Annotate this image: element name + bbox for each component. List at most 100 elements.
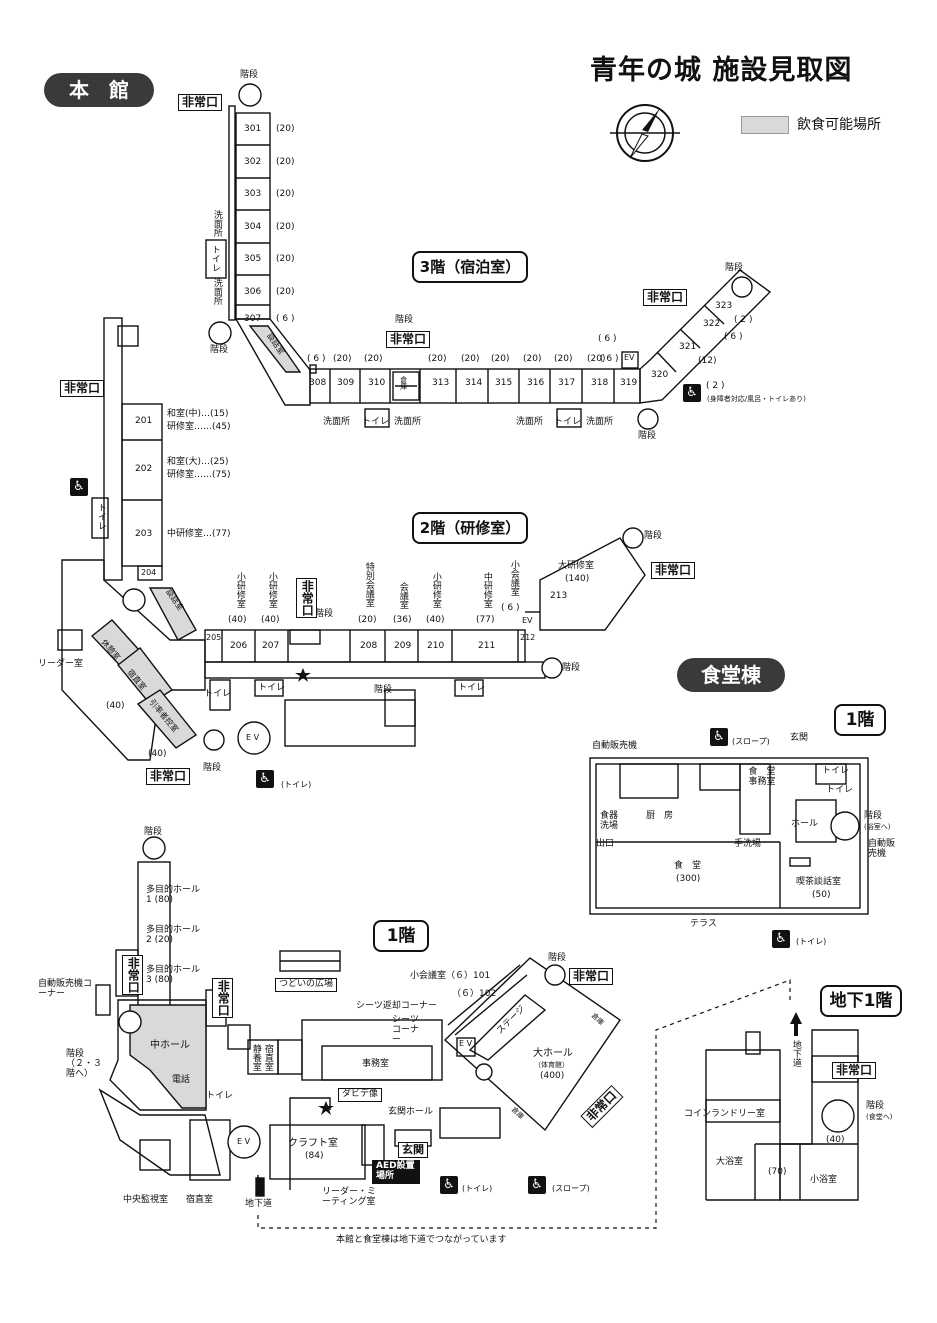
room-capacity: (36): [393, 615, 412, 625]
room-use: 小研修室: [234, 572, 245, 608]
room-number: 310: [368, 378, 386, 388]
room-capacity: (20): [587, 354, 606, 364]
room-use: 小研修室: [430, 572, 441, 608]
stairs-label: 階段: [374, 685, 393, 695]
storage-label: 倉庫: [399, 376, 408, 390]
room-use: 小会議室: [508, 560, 519, 596]
emergency-exit: 非常口: [122, 955, 144, 995]
room-number: 305: [244, 254, 262, 264]
room-capacity: (77): [476, 615, 495, 625]
stairs-icon: [830, 811, 860, 841]
phone-label: 電話: [172, 1075, 191, 1085]
room-number: 205: [206, 633, 222, 642]
star-icon: [295, 668, 311, 682]
stairs-label: 階段: [144, 827, 163, 837]
room-number: 309: [337, 378, 355, 388]
floor-1-label: 1階: [373, 920, 429, 952]
room-capacity: (40): [426, 615, 445, 625]
office-label: 食 堂事務室: [748, 767, 776, 787]
night-room-label: 宿直室: [262, 1044, 273, 1071]
room-number: 204: [141, 568, 157, 577]
room-number: 304: [244, 221, 262, 232]
stairs-label: 階段: [725, 263, 744, 273]
handwash-label: 手洗場: [734, 839, 762, 849]
toilet-label: トイレ: [362, 417, 390, 427]
slope-note: (スロープ): [732, 737, 770, 746]
stairs-label: 階段: [203, 763, 222, 773]
room-number: 320: [651, 370, 669, 380]
stairs-icon: [122, 588, 146, 612]
bath-label: 大浴室: [716, 1157, 744, 1167]
stairs-icon: [637, 408, 659, 430]
sheet-return-label: シーツ返却コーナー: [356, 1001, 437, 1011]
night-room-label: 宿直室: [186, 1195, 214, 1205]
big-hall-label: 大ホール: [533, 1048, 573, 1059]
washroom-label: 洗面所: [394, 417, 422, 427]
room-number: 302: [244, 156, 262, 167]
room-use: 小研修室: [266, 572, 277, 608]
ev-label: E V: [459, 1039, 473, 1048]
room-number: 317: [558, 378, 576, 388]
room-capacity: ( 6 ): [598, 334, 617, 344]
room-desc: 研修室……(75): [167, 470, 231, 480]
room-capacity: ( 6 ): [276, 314, 295, 324]
elevator-icon: [227, 1125, 261, 1159]
stairs-label: 階段: [866, 1101, 885, 1111]
meeting-room-label: （６）102: [452, 989, 497, 999]
emergency-exit: 非常口: [832, 1062, 877, 1080]
emergency-exit: 非常口: [178, 94, 223, 112]
washroom-label: 洗面所: [586, 417, 614, 427]
stairs-icon: [821, 1099, 855, 1133]
emergency-exit: 非常口: [651, 562, 696, 580]
toilet-label: トイレ: [206, 1091, 234, 1101]
room-capacity: (20): [276, 156, 295, 167]
stairs-note: (食堂へ): [866, 1113, 893, 1121]
arrow-up-icon: [790, 1012, 802, 1036]
vending-label: 自動販売機コーナー: [38, 979, 93, 999]
hall-label: 中ホール: [150, 1040, 190, 1051]
room-number: 212: [520, 633, 536, 642]
room-number: 211: [478, 641, 496, 651]
room-capacity: (20): [276, 124, 295, 134]
room-capacity: (20): [554, 354, 573, 364]
ev-label: E V: [246, 733, 260, 742]
stairs-icon: [142, 836, 166, 860]
room-capacity: (40): [826, 1135, 845, 1145]
room-capacity: (20): [364, 354, 383, 364]
room-capacity: (70): [768, 1167, 787, 1177]
room-capacity: (300): [676, 874, 701, 884]
floor-3-label: 3階（宿泊室）: [412, 251, 528, 283]
dining-floor-1-label: 1階: [834, 704, 886, 736]
room-number: 323: [715, 301, 733, 311]
basement-1-label: 地下1階: [820, 985, 902, 1017]
connection-note: 本館と食堂棟は地下道でつながっています: [336, 1235, 507, 1245]
toilet-label: トイレ: [458, 683, 486, 693]
room-use: 中研修室: [481, 572, 492, 608]
stairs-label: 階段: [240, 70, 259, 80]
room-capacity: (40): [261, 615, 280, 625]
aed-label: AED設置場所: [372, 1160, 420, 1184]
room-capacity: (20): [491, 354, 510, 364]
room-capacity: (20): [461, 354, 480, 364]
room-desc: 中研修室…(77): [167, 529, 231, 539]
room-capacity: (84): [305, 1151, 324, 1161]
room-use: 会議室: [397, 582, 408, 609]
toilet-label: トイレ: [258, 683, 286, 693]
room-desc: 研修室……(45): [167, 422, 231, 432]
toilet-label: トイレ: [204, 689, 232, 699]
emergency-exit: 非常口: [643, 289, 688, 307]
emergency-exit: 非常口: [569, 968, 614, 986]
meeting-room-label: 小会議室（６）101: [410, 971, 491, 981]
room-capacity: (20): [428, 354, 447, 364]
room-use: 特別会議室: [363, 562, 374, 607]
washroom-label: 洗面所: [323, 417, 351, 427]
room-number: 210: [427, 641, 445, 651]
stairs-icon: [544, 964, 566, 986]
rest-room-label: 静養室: [250, 1044, 261, 1071]
bath-label: 小浴室: [810, 1175, 838, 1185]
toilet-label: トイレ: [826, 785, 854, 795]
stairs-label: 階段: [548, 953, 567, 963]
vending-label: 自動販売機: [592, 741, 638, 751]
leader-room-label: リーダー・ミーティング室: [322, 1187, 377, 1207]
exit-label: 出口: [596, 839, 615, 849]
